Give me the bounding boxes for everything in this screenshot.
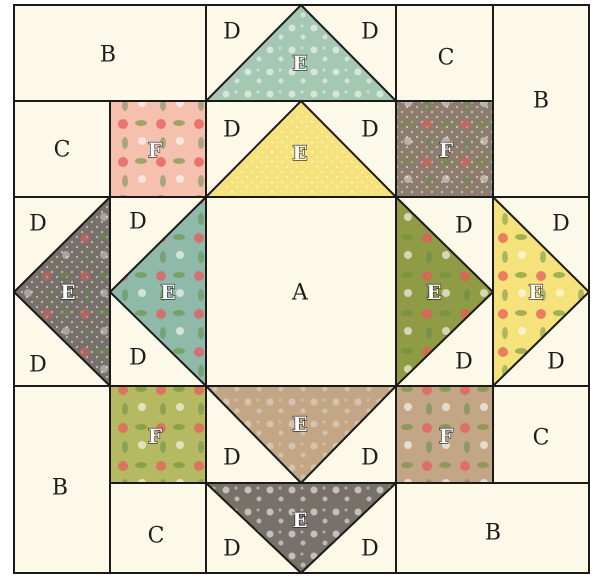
label-c: C (438, 46, 455, 71)
label-d: D (455, 214, 473, 239)
piece-a-center: A (206, 197, 396, 386)
flying-geese-top-outer: D D E (206, 5, 396, 101)
label-e: E (292, 141, 307, 165)
flying-geese-top-inner: D D E (206, 101, 396, 197)
piece-b-bottom-left: B (14, 386, 110, 573)
piece-f-bottom-left: F (110, 386, 206, 483)
label-f: F (439, 138, 453, 162)
label-a: A (291, 281, 309, 306)
label-d: D (455, 350, 473, 375)
flying-geese-left-inner: D D E (110, 197, 206, 386)
piece-c-right: C (493, 386, 589, 483)
label-b: B (100, 43, 116, 68)
label-f: F (148, 424, 162, 448)
label-d: D (361, 537, 379, 562)
label-c: C (148, 524, 165, 549)
label-e: E (528, 280, 543, 304)
label-d: D (129, 210, 147, 235)
label-e: E (426, 280, 441, 304)
piece-b-top-left: B (14, 5, 206, 101)
label-d: D (129, 346, 147, 371)
label-e: E (160, 280, 175, 304)
flying-geese-right-outer: D D E (493, 197, 589, 386)
piece-b-top-right: B (493, 5, 589, 197)
piece-c-bottom: C (110, 483, 206, 573)
flying-geese-right-inner: D D E (396, 197, 493, 386)
label-e: E (292, 412, 307, 436)
piece-b-bottom-right: B (396, 483, 589, 573)
label-d: D (29, 353, 47, 378)
label-d: D (29, 212, 47, 237)
flying-geese-bottom-inner: D D E (206, 386, 396, 483)
label-d: D (223, 446, 241, 471)
label-e: E (292, 508, 307, 532)
label-c: C (54, 138, 71, 163)
label-d: D (361, 20, 379, 45)
label-d: D (547, 350, 565, 375)
label-d: D (223, 20, 241, 45)
piece-c-top-right: C (396, 5, 493, 101)
label-d: D (223, 118, 241, 143)
label-c: C (533, 426, 550, 451)
piece-f-top-right: F (396, 101, 493, 197)
piece-c-left: C (14, 101, 110, 197)
label-b: B (485, 521, 501, 546)
flying-geese-bottom-outer: D D E (206, 483, 396, 573)
label-e: E (60, 280, 75, 304)
piece-f-bottom-right: F (396, 386, 493, 483)
label-b: B (533, 89, 549, 114)
flying-geese-left-outer: D D E (14, 197, 110, 386)
label-b: B (52, 476, 68, 501)
label-e: E (292, 51, 307, 75)
label-d: D (361, 118, 379, 143)
label-f: F (439, 424, 453, 448)
label-f: F (148, 138, 162, 162)
label-d: D (361, 446, 379, 471)
label-d: D (223, 537, 241, 562)
piece-f-top-left: F (110, 101, 206, 197)
label-d: D (552, 212, 570, 237)
